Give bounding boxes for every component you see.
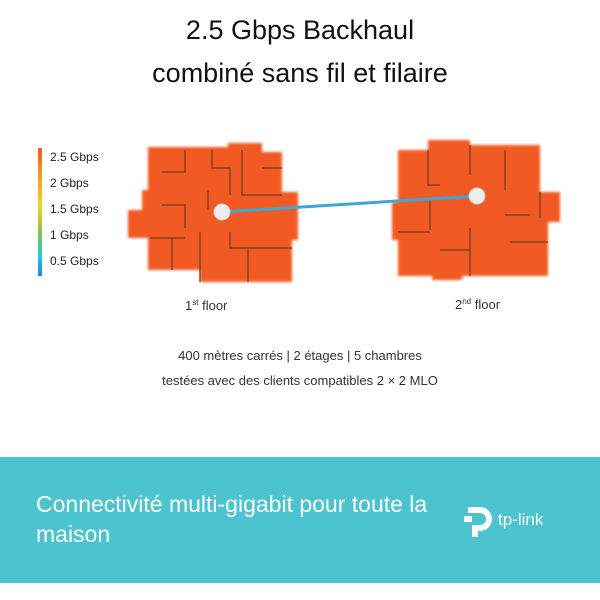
brand-name: tp-link: [498, 510, 544, 529]
first-floor-label: 1st floor: [185, 298, 227, 313]
test-info-line-2: testées avec des clients compatibles 2 ×…: [162, 373, 438, 388]
tp-link-logo-icon: [464, 507, 492, 537]
legend-label-0.5: 0.5 Gbps: [50, 254, 99, 268]
router-node-first-floor: [213, 203, 231, 221]
legend-label-2: 2 Gbps: [50, 176, 89, 190]
headline-line-2: combiné sans fil et filaire: [152, 58, 448, 88]
backhaul-link-line: [221, 194, 478, 214]
second-floor-number: 2: [455, 297, 463, 312]
first-floor-plan: [128, 143, 298, 282]
second-floor-suffix: nd: [462, 297, 472, 306]
test-info-line-1: 400 mètres carrés | 2 étages | 5 chambre…: [178, 348, 422, 363]
headline-line-1: 2.5 Gbps Backhaul: [185, 15, 415, 45]
legend-label-2.5: 2.5 Gbps: [50, 150, 99, 164]
second-floor-plan: [392, 140, 560, 280]
feature-banner: Connectivité multi-gigabit pour toute la…: [0, 457, 600, 583]
legend-label-1: 1 Gbps: [50, 228, 89, 242]
router-node-second-floor: [468, 187, 486, 205]
first-floor-suffix: st: [192, 298, 199, 307]
legend-label-1.5: 1.5 Gbps: [50, 202, 99, 216]
first-floor-number: 1: [185, 298, 193, 313]
speed-gradient-bar: [38, 148, 42, 276]
second-floor-word: floor: [474, 297, 501, 312]
first-floor-word: floor: [202, 298, 228, 313]
banner-text: Connectivité multi-gigabit pour toute la…: [36, 491, 428, 547]
second-floor-label: 2nd floor: [455, 297, 500, 312]
